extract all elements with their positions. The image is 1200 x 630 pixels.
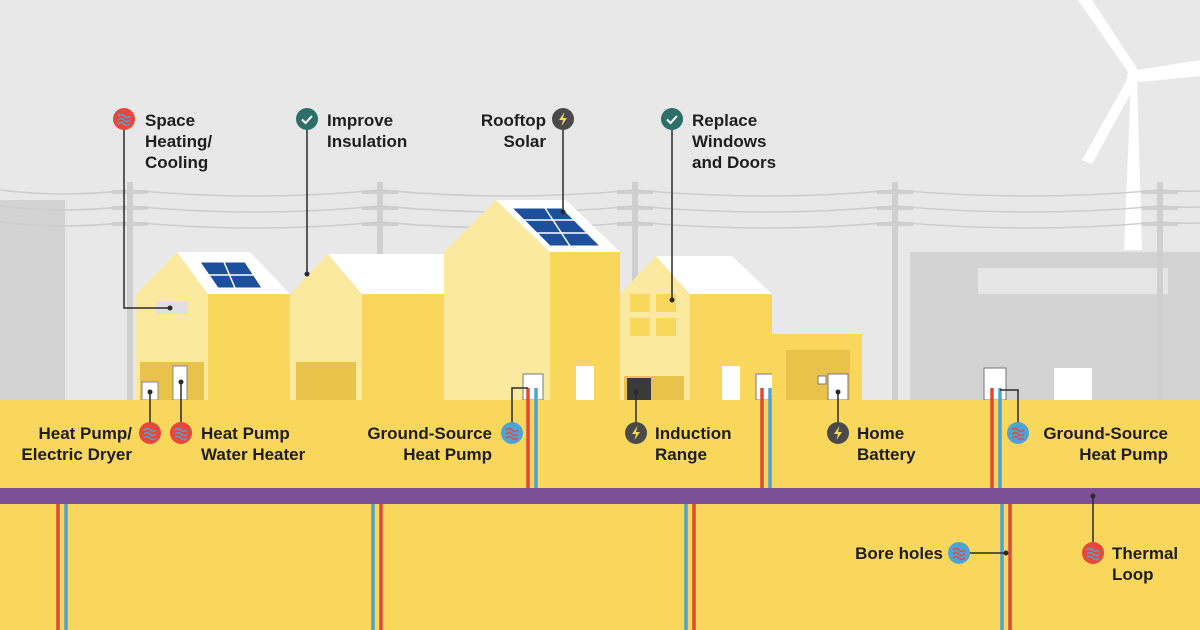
label-bore-holes: Bore holes (855, 544, 943, 563)
label-rooftop-solar: Rooftop Solar (480, 111, 546, 151)
label-heat-pump-water-heater: Heat Pump Water Heater (201, 424, 306, 464)
heat-wave-icon (948, 542, 970, 564)
wind-turbine (1078, 0, 1200, 250)
thermal-loop-pipe (0, 488, 1200, 504)
label-space-heating: Space Heating/ Cooling (145, 111, 213, 172)
house-2 (290, 254, 444, 400)
checkmark-icon (296, 108, 318, 130)
label-ground-source-heat-pump-1: Ground-Source Heat Pump (367, 424, 492, 464)
checkmark-icon (661, 108, 683, 130)
lightning-bolt-icon (827, 422, 849, 444)
heat-wave-icon (170, 422, 192, 444)
leader-lines (123, 128, 1094, 554)
lightning-bolt-icon (552, 108, 574, 130)
heat-wave-icon (113, 108, 135, 130)
label-ground-source-heat-pump-2: Ground-Source Heat Pump (1043, 424, 1168, 464)
house-3 (444, 200, 620, 401)
heat-wave-icon (501, 422, 523, 444)
power-lines (0, 182, 1200, 412)
label-home-battery: Home Battery (857, 424, 916, 464)
ground-pipes (56, 388, 1012, 630)
garage-annex (772, 334, 862, 401)
heat-wave-icon (1082, 542, 1104, 564)
label-improve-insulation: Improve Insulation (327, 111, 408, 151)
bg-building-left (0, 200, 65, 400)
heat-wave-icon (1007, 422, 1029, 444)
label-heat-pump-dryer: Heat Pump/ Electric Dryer (21, 424, 132, 464)
lightning-bolt-icon (625, 422, 647, 444)
label-thermal-loop: Thermal Loop (1112, 544, 1179, 584)
house-4 (620, 256, 777, 401)
heat-wave-icon (139, 422, 161, 444)
label-replace-windows: Replace Windows and Doors (692, 111, 777, 172)
house-1 (136, 252, 290, 401)
label-induction-range: Induction Range (655, 424, 732, 464)
